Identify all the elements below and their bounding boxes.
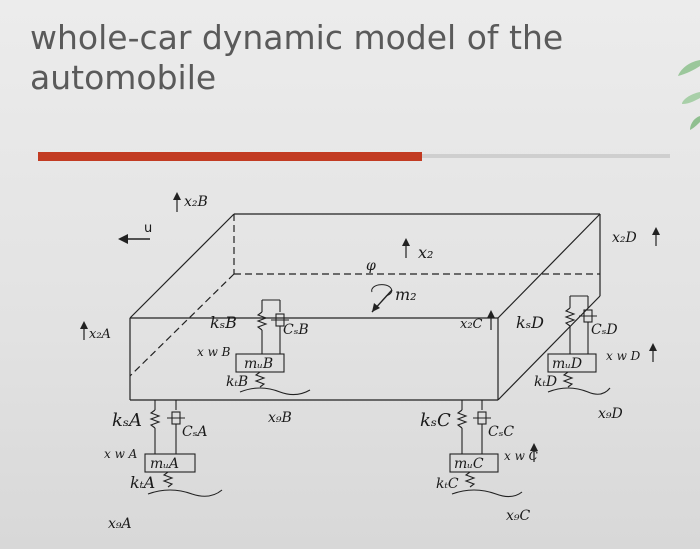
label-x-b: x₂ [418,243,433,262]
x-wD-arrow-icon [649,343,657,362]
label-k-sB: kₛB [210,313,237,332]
label-x-bB: x₂B [184,194,208,210]
slide-title: whole-car dynamic model of the automobil… [30,18,564,97]
car-body-box [129,213,601,401]
label-c-sA: CₛA [182,424,208,440]
title-accent-bar [38,152,422,161]
label-phi: φ [366,258,376,274]
label-k-tD: kₜD [534,374,557,390]
label-k-tA: kₜA [130,473,155,492]
label-x-wA: x w A [104,447,138,461]
label-k-tC: kₜC [436,476,459,492]
corner-D-suspension [547,295,611,395]
pitch-arrow-icon [371,284,393,313]
label-x-gB: x₉B [268,410,292,426]
corner-B-suspension [235,299,311,396]
label-x-gD: x₉D [598,406,623,422]
label-x-bA: x₂A [89,327,111,342]
label-m-wB: mᵤB [244,356,273,372]
label-x-wC: x w C [504,449,538,463]
label-m-wC: mᵤC [454,456,484,472]
label-c-sB: CₛB [283,322,309,338]
x-b-arrow-icon [402,238,410,258]
label-x-wB: x w B [197,345,231,359]
label-x-bD: x₂D [612,230,637,246]
x-bC-arrow-icon [487,310,495,330]
x-bA-arrow-icon [80,321,88,340]
label-k-sC: kₛC [420,410,451,431]
leaf-decoration-icon [678,60,700,130]
label-x-bC: x₂C [460,317,483,332]
title-rule [422,154,670,158]
label-x-gC: x₉C [506,508,531,524]
x-bB-arrow-icon [173,192,181,212]
label-k-tB: kₜB [226,374,248,390]
label-m-b: m₂ [395,285,417,304]
label-c-sD: CₛD [591,322,618,338]
velocity-label: u [144,221,152,236]
label-x-gA: x₉A [108,516,132,532]
label-m-wD: mᵤD [552,356,582,372]
label-k-sD: kₛD [516,313,544,332]
label-m-wA: mᵤA [150,456,179,472]
x-bD-arrow-icon [652,227,660,246]
label-x-wD: x w D [606,349,641,363]
label-c-sC: CₛC [488,424,514,440]
velocity-arrow-icon [118,234,150,244]
label-k-sA: kₛA [112,410,142,431]
x-wC-arrow-icon [530,443,538,462]
corner-C-suspension [449,399,523,498]
corner-A-suspension [144,399,223,497]
